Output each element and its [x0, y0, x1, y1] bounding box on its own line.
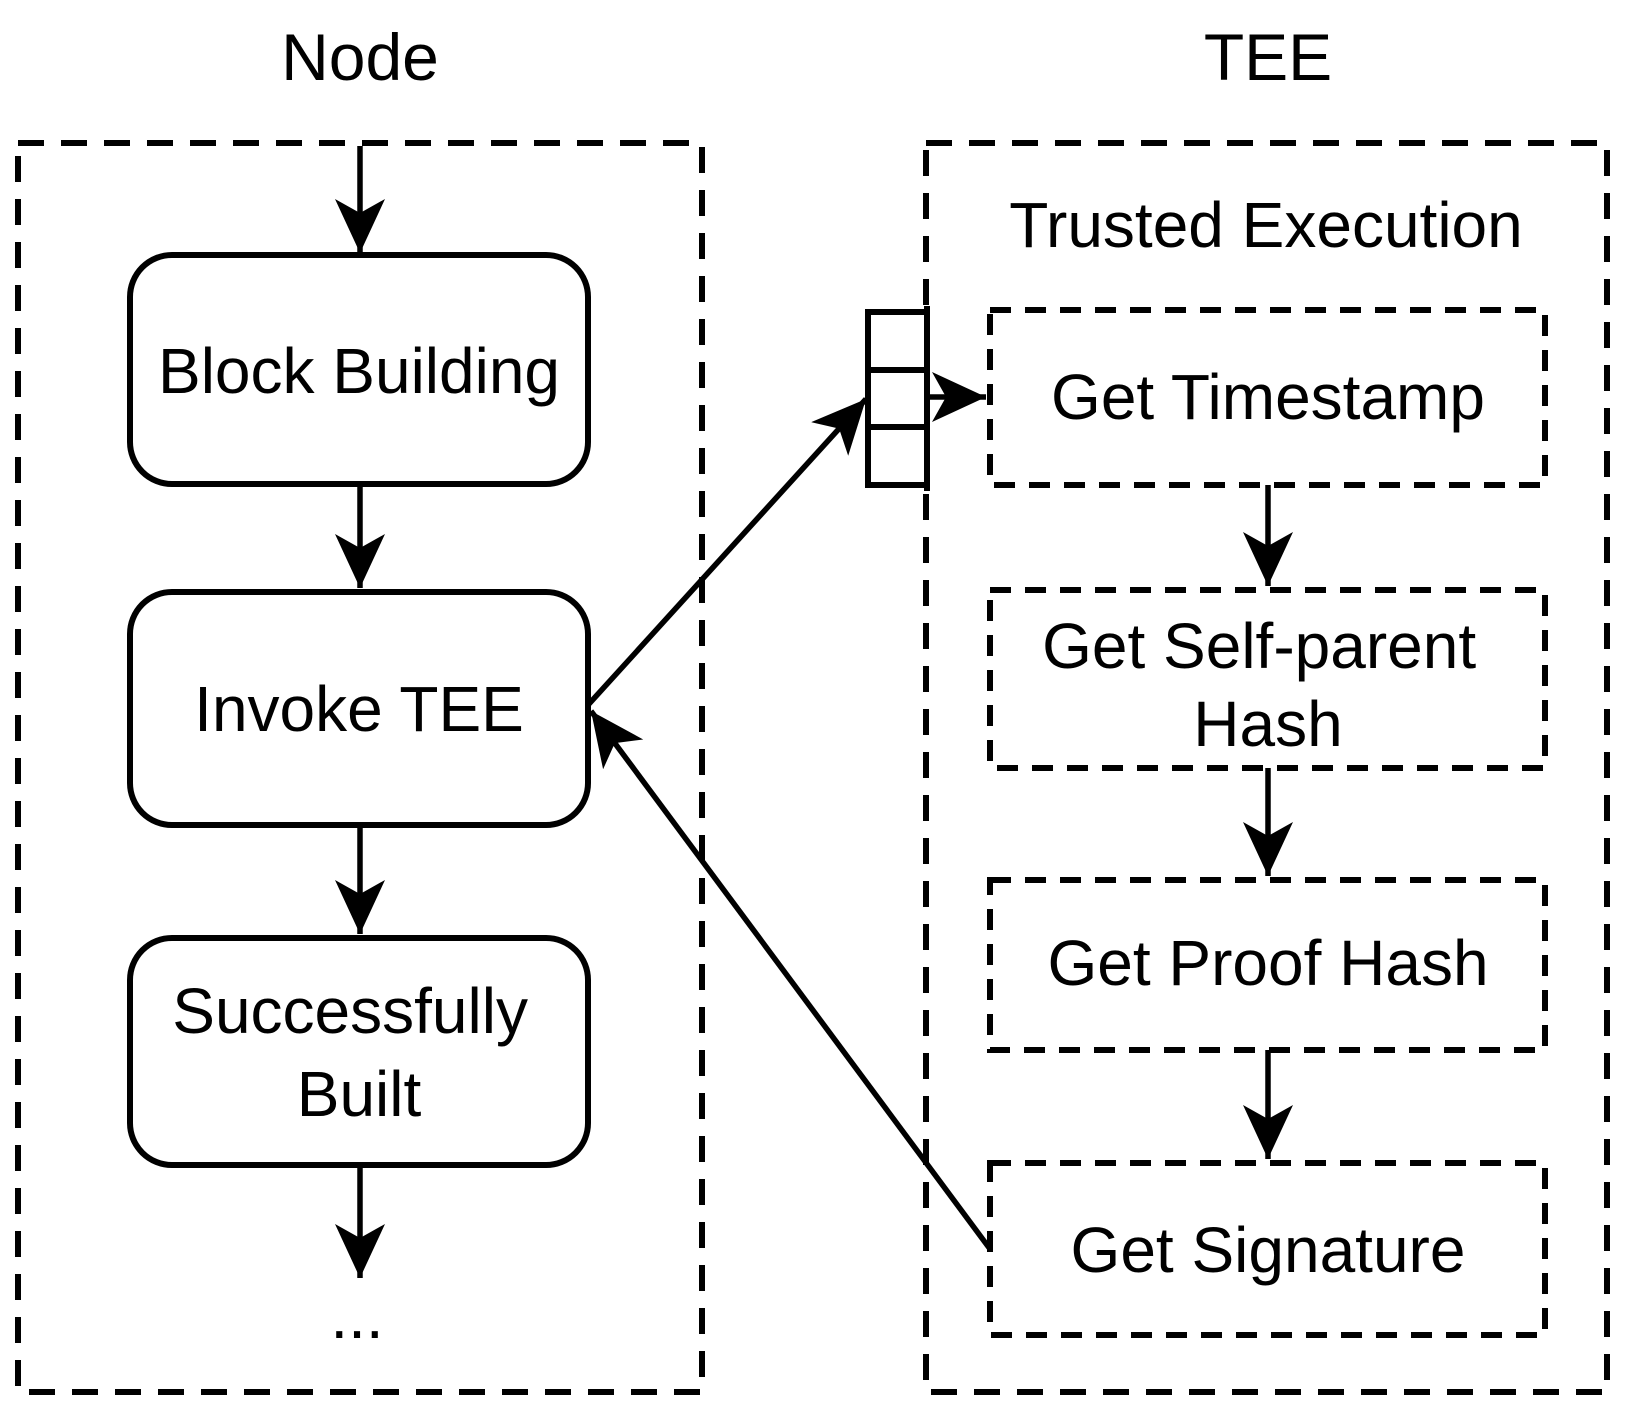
trusted-execution-label: Trusted Execution [1009, 189, 1522, 261]
get-self-parent-hash-line2: Hash [1193, 688, 1342, 760]
successfully-built-line2: Built [297, 1058, 422, 1130]
get-timestamp-label: Get Timestamp [1051, 361, 1485, 433]
successfully-built-label: Successfully Built [172, 953, 545, 1130]
block-building-label: Block Building [158, 335, 560, 407]
arrow-invoke-tee-to-buffer [585, 397, 869, 707]
invoke-tee-label: Invoke TEE [194, 673, 524, 745]
get-self-parent-hash-box [987, 587, 1548, 771]
node-lane-box [15, 140, 705, 1395]
get-timestamp-box [987, 307, 1548, 488]
tee-lane-title: TEE [1204, 20, 1332, 94]
successfully-built-box [127, 935, 591, 1168]
call-buffer-outline [865, 309, 930, 488]
get-signature-label: Get Signature [1071, 1214, 1466, 1286]
arrow-signature-return-to-invoke-tee [588, 709, 993, 1251]
ellipsis-label: ... [330, 1280, 383, 1352]
tee-lane-box [923, 140, 1610, 1395]
successfully-built-line1: Successfully [172, 975, 528, 1047]
get-self-parent-hash-line1: Get Self-parent [1042, 610, 1476, 682]
node-lane-title: Node [281, 20, 439, 94]
block-building-box [127, 252, 591, 487]
get-self-parent-hash-label: Get Self-parent Hash [1042, 588, 1494, 760]
invoke-tee-box [127, 589, 591, 828]
get-proof-hash-box [987, 877, 1548, 1053]
tee-call-buffer-stack [865, 306, 930, 491]
get-proof-hash-label: Get Proof Hash [1047, 927, 1488, 999]
